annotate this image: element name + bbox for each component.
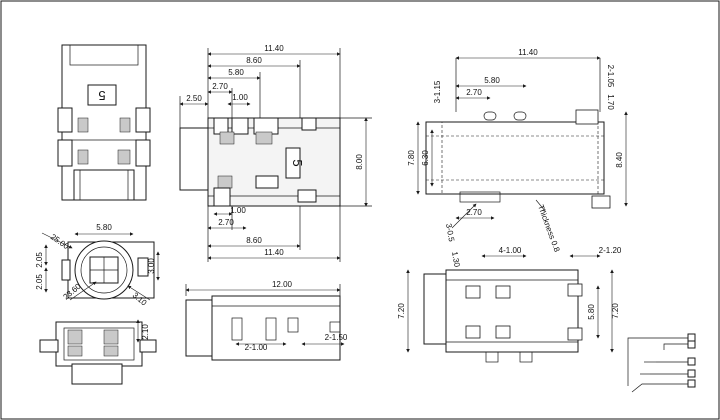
dim-8-40: 8.40 bbox=[615, 152, 624, 168]
dim-2-70-pcb-bottom: 2.70 bbox=[466, 208, 482, 217]
dim-2-70-top: 2.70 bbox=[212, 82, 228, 91]
dim-7-20-left: 7.20 bbox=[397, 303, 406, 319]
bottom-left-view: 2.10 bbox=[39, 319, 157, 385]
dim-2-70-bottom: 2.70 bbox=[218, 218, 234, 227]
dim-1-70: 1.70 bbox=[606, 94, 615, 110]
top-view: 5 11.40 8.60 5.80 2.70 1.00 2.50 bbox=[179, 44, 372, 262]
dim-8-60-top: 8.60 bbox=[246, 56, 262, 65]
body-marking-left: 5 bbox=[98, 88, 105, 103]
end-view: 4-1.00 2-1.20 7.20 5.80 7.20 bbox=[397, 246, 622, 363]
dim-12-00: 12.00 bbox=[272, 280, 293, 289]
dim-5-80-front: 5.80 bbox=[96, 223, 112, 232]
body-marking-top: 5 bbox=[290, 159, 305, 166]
dim-2x1-05: 2-1.05 bbox=[606, 65, 615, 88]
dim-6-30: 6.30 bbox=[421, 150, 430, 166]
dim-11-40-pcb: 11.40 bbox=[518, 48, 538, 57]
dim-3-00: 3.00 bbox=[147, 258, 156, 274]
dim-2x1-50: 2-1.50 bbox=[325, 333, 348, 342]
dim-2-70-pcb: 2.70 bbox=[466, 88, 482, 97]
dim-2-05-b: 2.05 bbox=[35, 274, 44, 290]
board-thickness: Thickness 0.8 bbox=[536, 204, 562, 254]
dim-11-40-top: 11.40 bbox=[264, 44, 284, 53]
dim-2-05-a: 2.05 bbox=[35, 252, 44, 268]
dim-2x1-20: 2-1.20 bbox=[599, 246, 622, 255]
dim-3x1-15: 3-1.15 bbox=[433, 80, 442, 103]
dim-1-00-top: 1.00 bbox=[232, 93, 248, 102]
dim-5-80-end: 5.80 bbox=[587, 304, 596, 320]
pcb-layout-view: 11.40 5.80 2.70 3-1.15 2-1.05 1.70 7.80 … bbox=[407, 48, 628, 268]
dim-7-20-right: 7.20 bbox=[611, 303, 620, 319]
dim-2x1-00: 2-1.00 bbox=[245, 343, 268, 352]
dim-7-80: 7.80 bbox=[407, 150, 416, 166]
dim-5-80-top: 5.80 bbox=[228, 68, 244, 77]
dim-5-80-pcb: 5.80 bbox=[484, 76, 500, 85]
dim-8-00: 8.00 bbox=[355, 154, 364, 170]
dim-2-10: 2.10 bbox=[141, 324, 150, 340]
front-view: 5.80 25.00 2.05 2.05 3.00 23.60 3.10 bbox=[35, 223, 160, 308]
dim-11-40-bottom: 11.40 bbox=[264, 248, 284, 257]
left-top-view: 5 bbox=[57, 44, 151, 201]
side-view: 12.00 2-1.00 2-1.50 bbox=[185, 280, 348, 361]
dim-2-50: 2.50 bbox=[186, 94, 202, 103]
dim-8-60-bottom: 8.60 bbox=[246, 236, 262, 245]
dim-1-00-bottom: 1.00 bbox=[230, 206, 246, 215]
dim-1-30: 1.30 bbox=[450, 251, 462, 268]
pin-schematic bbox=[627, 333, 696, 393]
dim-3x0-5: 3-0.5 bbox=[444, 223, 456, 243]
dim-4x1-00: 4-1.00 bbox=[499, 246, 522, 255]
